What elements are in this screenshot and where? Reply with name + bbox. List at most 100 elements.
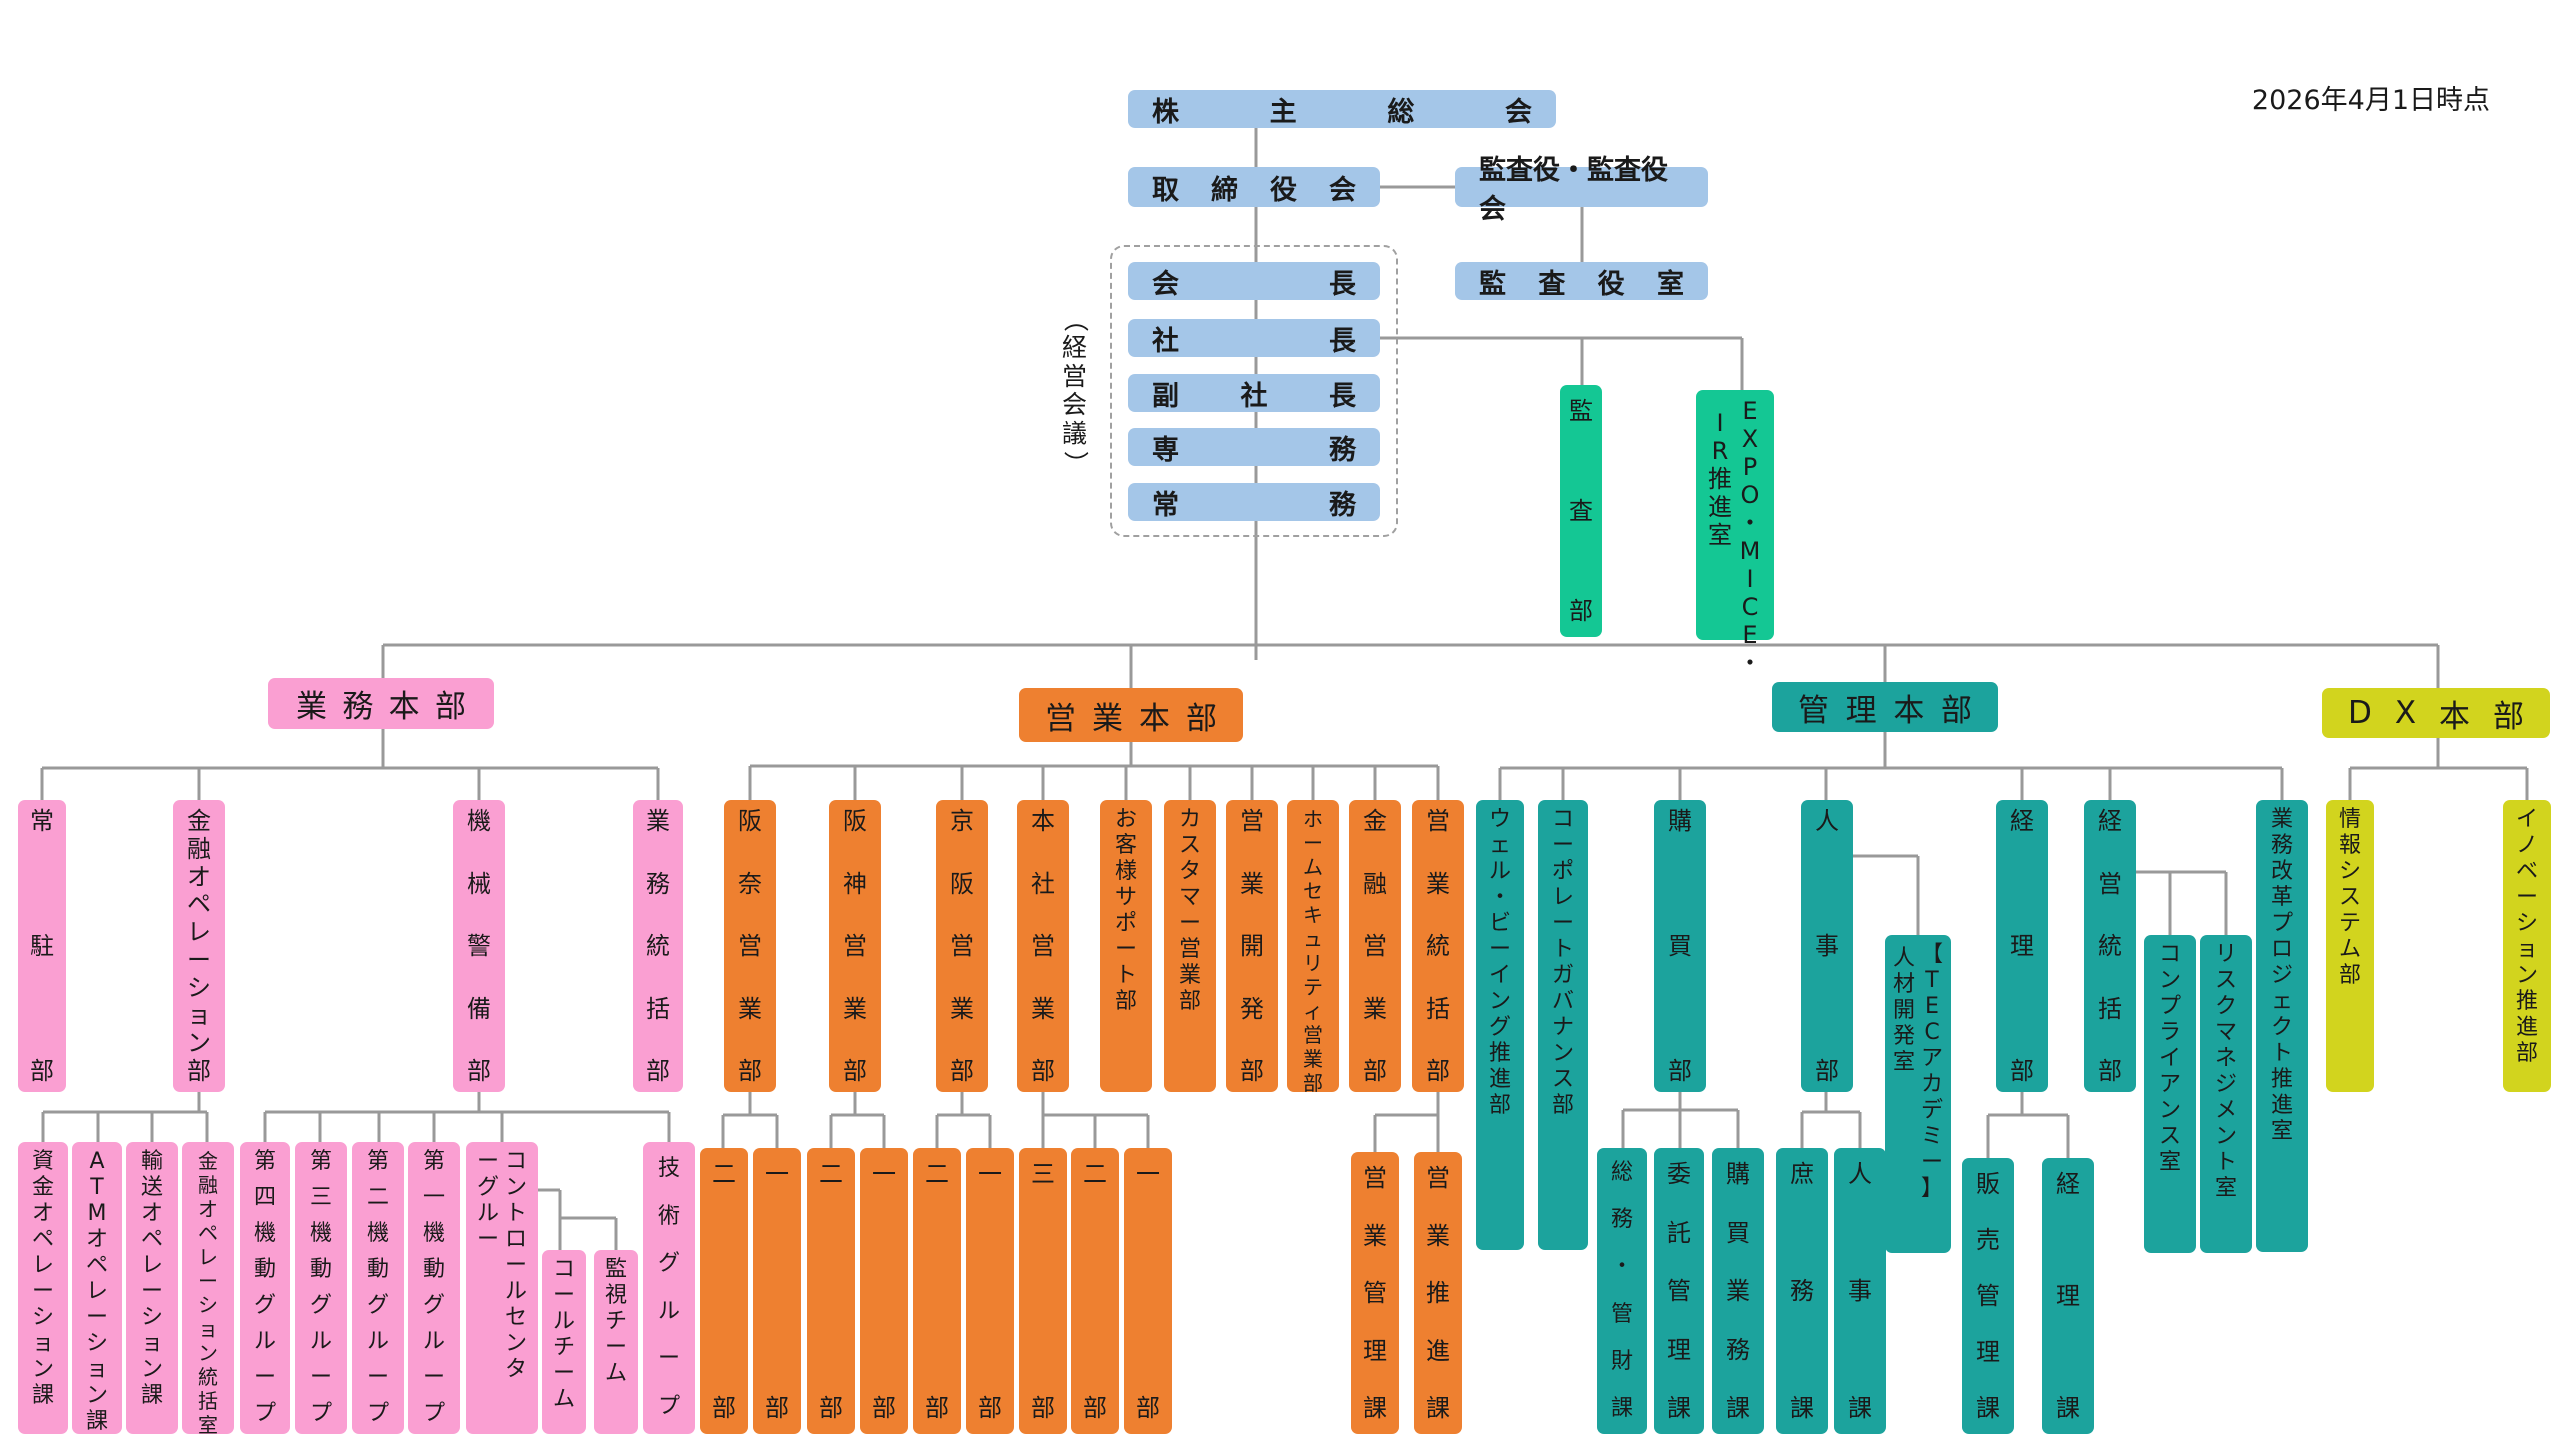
glyph: 室	[1892, 1050, 1915, 1075]
glyph: ス	[1551, 1067, 1574, 1092]
glyph: 経	[2098, 807, 2122, 835]
glyph: ュ	[1303, 927, 1323, 951]
glyph: 課	[2056, 1394, 2080, 1422]
dept-finance-operation: 金融オペレーション部	[173, 800, 225, 1092]
section-purchasing-ops: 購買業務課	[1712, 1148, 1764, 1434]
glyph: 動	[309, 1257, 332, 1282]
glyph: T	[1925, 968, 1939, 993]
glyph: 送	[140, 1175, 163, 1200]
glyph: ウ	[1488, 807, 1511, 832]
office-business-reform: 業務改革プロジェクト推進室	[2256, 800, 2308, 1252]
glyph: 管	[1976, 1282, 2000, 1310]
glyph: 推	[1708, 465, 1732, 493]
glyph: ペ	[85, 1253, 108, 1278]
glyph: 部	[819, 1394, 843, 1422]
glyph: ー	[552, 1361, 575, 1386]
glyph: ン	[2158, 968, 2181, 993]
glyph: 託	[1667, 1218, 1691, 1247]
glyph: ル	[422, 1329, 445, 1354]
glyph: 会	[1152, 268, 1179, 300]
glyph: 備	[467, 994, 491, 1023]
glyph: 課	[1426, 1394, 1450, 1422]
auditors-board-label: 監査役・監査役会	[1479, 155, 1668, 225]
glyph: 二	[1083, 1160, 1107, 1188]
glyph: ル	[1488, 859, 1511, 884]
glyph: 室	[2158, 1150, 2181, 1175]
glyph: 務	[2270, 833, 2293, 858]
glyph: 部	[1426, 1057, 1450, 1085]
glyph: 統	[646, 932, 670, 960]
dept-corporate-governance: コーポレートガバナンス部	[1538, 800, 1588, 1250]
glyph: 部	[1668, 1057, 1692, 1085]
glyph: 阪	[843, 807, 867, 835]
glyph: ト	[2270, 1041, 2293, 1066]
glyph: 機	[366, 1221, 389, 1246]
glyph: E	[1742, 397, 1758, 425]
glyph: 動	[253, 1257, 276, 1282]
glyph: 部	[1186, 700, 1217, 737]
glyph: 務	[1610, 1207, 1633, 1233]
glyph: タ	[1178, 859, 1201, 884]
talent-development-label: 人材開発室	[1893, 948, 1915, 1078]
glyph: 議	[1062, 419, 1088, 448]
glyph: 視	[604, 1283, 627, 1308]
glyph: ル	[366, 1329, 389, 1354]
glyph: ン	[198, 1341, 218, 1365]
dept-management-control: 経営統括部	[2084, 800, 2136, 1092]
glyph: 務	[646, 869, 670, 898]
glyph: 進	[1708, 493, 1732, 521]
glyph: 業	[296, 689, 327, 725]
group-mobile-1: 第一機動グループ	[408, 1142, 460, 1434]
glyph: 部	[2098, 1057, 2122, 1085]
dept-hanshin: 阪神営業部	[829, 800, 881, 1092]
glyph: 営	[2098, 869, 2122, 898]
glyph: 課	[85, 1409, 108, 1434]
exec-president: 社長	[1128, 319, 1380, 357]
glyph: ム	[1303, 855, 1323, 879]
glyph: イ	[1488, 963, 1511, 988]
glyph: 改	[2270, 859, 2293, 884]
dept-customer-sales: カスタマー営業部	[1164, 800, 1216, 1092]
exec-senior-managing: 専務	[1128, 428, 1380, 466]
glyph: ス	[2338, 885, 2361, 910]
glyph: 購	[1668, 807, 1692, 835]
glyph: 業	[1303, 1047, 1323, 1071]
glyph: グ	[366, 1293, 389, 1318]
glyph: 進	[2515, 1015, 2538, 1040]
glyph: サ	[1114, 885, 1137, 910]
glyph: 室	[2214, 1176, 2237, 1201]
glyph: 部	[1363, 1057, 1387, 1085]
glyph: チ	[604, 1309, 627, 1334]
glyph: 営	[1178, 937, 1201, 962]
glyph: 買	[1726, 1218, 1750, 1247]
glyph: ル	[476, 1201, 499, 1226]
glyph: ジ	[2214, 1072, 2237, 1097]
glyph: 業	[1426, 1221, 1450, 1250]
glyph: 括	[198, 1389, 218, 1413]
sub-hanna-1: 一部	[753, 1148, 801, 1434]
glyph: プ	[2270, 911, 2293, 936]
glyph: 人	[1892, 946, 1915, 971]
sub-hanshin-2: 二部	[807, 1148, 855, 1434]
sub-honsha-3: 三部	[1019, 1148, 1067, 1434]
glyph: 括	[1426, 994, 1450, 1023]
dept-hanna: 阪奈営業部	[724, 800, 776, 1092]
glyph: ス	[1178, 833, 1201, 858]
glyph: T	[90, 1175, 104, 1200]
glyph: 部	[1031, 1057, 1055, 1085]
section-funds-operation: 資金オペレーション課	[18, 1142, 68, 1434]
glyph: ル	[552, 1309, 575, 1334]
glyph: ィ	[1303, 999, 1323, 1023]
glyph: 営	[1240, 807, 1264, 835]
glyph: 締	[1211, 174, 1238, 206]
glyph: 部	[872, 1394, 896, 1422]
glyph: 部	[1083, 1394, 1107, 1422]
glyph: ・	[1488, 885, 1511, 910]
glyph: ジ	[2270, 963, 2293, 988]
glyph: ー	[1921, 1150, 1944, 1175]
glyph: ョ	[140, 1331, 163, 1356]
glyph: 術	[657, 1203, 680, 1229]
glyph: 課	[1363, 1394, 1387, 1422]
section-transport-operation: 輸送オペレーション課	[126, 1142, 178, 1434]
